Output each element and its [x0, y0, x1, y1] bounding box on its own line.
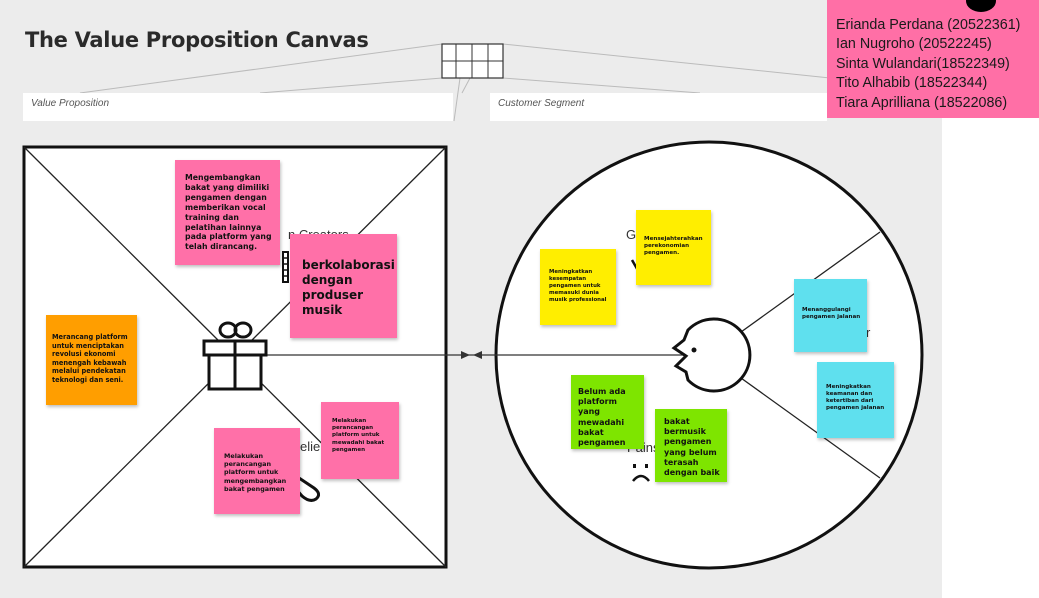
pain-relievers-label: elie: [300, 439, 321, 454]
sticky-pain-untrained-talent[interactable]: bakat bermusik pengamen yang belum teras…: [655, 409, 727, 482]
customer-segment-label: Customer Segment: [490, 93, 827, 121]
sticky-product-platform[interactable]: Merancang platform untuk menciptakan rev…: [46, 315, 137, 405]
sticky-pain-no-platform[interactable]: Belum ada platform yang mewadahi bakat p…: [571, 375, 644, 449]
team-member-name: Ian Nugroho (20522245): [836, 36, 992, 53]
sticky-gain-opportunity[interactable]: Meningkatkan kesempatan pengamen untuk m…: [540, 249, 616, 325]
sticky-pain-reliever-develop[interactable]: Melakukan perancangan platform untuk men…: [214, 428, 300, 514]
team-member-name: Erianda Perdana (20522361): [836, 17, 1021, 33]
gains-label: G: [626, 227, 637, 242]
team-members-note[interactable]: Erianda Perdana (20522361) Ian Nugroho (…: [827, 0, 1039, 118]
sticky-job-security[interactable]: Meningkatkan keamanan dan ketertiban dar…: [817, 362, 894, 438]
page-title: The Value Proposition Canvas: [25, 28, 369, 52]
team-member-name: Sinta Wulandari(18522349): [836, 55, 1010, 72]
sticky-gain-creator-vocal-training[interactable]: Mengembangkan bakat yang dimiliki pengam…: [175, 160, 280, 265]
customer-jobs-label: r: [866, 325, 871, 340]
sticky-pain-reliever-accommodate[interactable]: Melakukan perancangan platform untuk mew…: [321, 402, 399, 479]
team-member-name: Tiara Aprilliana (18522086): [836, 94, 1008, 111]
team-member-name: Tito Alhabib (18522344): [836, 75, 988, 92]
sticky-gain-creator-collaboration[interactable]: berkolaborasi dengan produser musik: [290, 234, 397, 338]
sticky-gain-welfare[interactable]: Mensejahterahkan perekonomian pengamen.: [636, 210, 711, 285]
cursor-dot: [966, 0, 996, 12]
value-proposition-label: Value Proposition: [23, 93, 453, 121]
sticky-job-handle-buskers[interactable]: Menanggulangi pengamen jalanan: [794, 279, 867, 352]
